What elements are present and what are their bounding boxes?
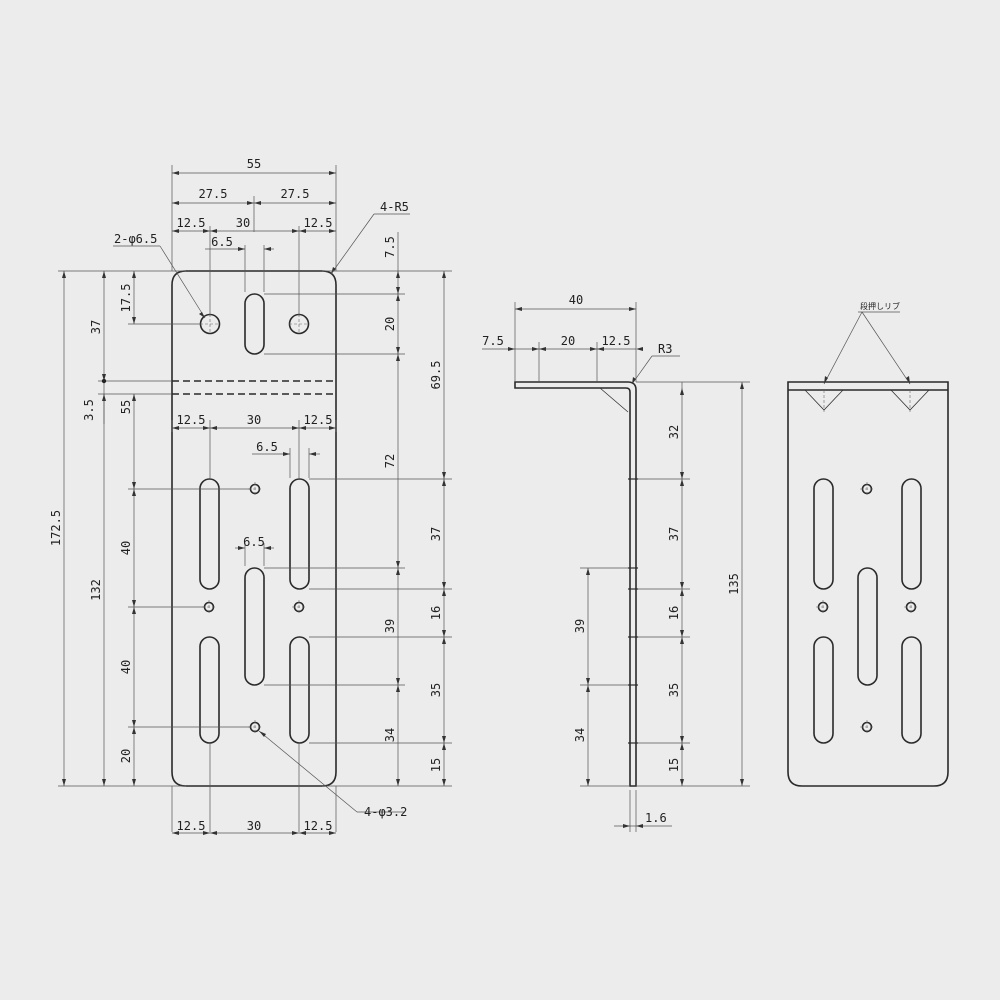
dim-seg-15: 15 — [667, 758, 681, 772]
dim-right-37: 37 — [429, 527, 443, 541]
dim-flange-7-5: 7.5 — [482, 334, 504, 348]
rear-slot-left-lower — [813, 636, 834, 744]
dim-height-40-b: 40 — [119, 660, 133, 674]
dim-mid-left-offset: 12.5 — [177, 413, 206, 427]
dim-height-40-a: 40 — [119, 541, 133, 555]
dim-left-39: 39 — [573, 619, 587, 633]
dim-height-55: 55 — [119, 400, 133, 414]
dim-height-132: 132 — [89, 579, 103, 601]
rear-slot-right-upper — [901, 478, 922, 590]
dim-seg-35: 35 — [667, 683, 681, 697]
rear-view: 段押しリブ — [787, 301, 949, 787]
side-profile — [514, 381, 637, 787]
dim-width-55: 55 — [247, 157, 261, 171]
rear-slot-right-lower — [901, 636, 922, 744]
dim-mid-center-spacing: 30 — [247, 413, 261, 427]
dim-flange-width: 40 — [569, 293, 583, 307]
slot-left-lower — [199, 636, 220, 744]
dim-top-left-offset: 12.5 — [177, 216, 206, 230]
slot-center — [244, 567, 265, 686]
callout-top-holes: 2-φ6.5 — [114, 232, 157, 246]
dim-right-39: 39 — [383, 619, 397, 633]
dim-height-17-5: 17.5 — [119, 284, 133, 313]
rib-note: 段押しリブ — [860, 301, 900, 311]
dim-mid-slot-width-b: 6.5 — [243, 535, 265, 549]
dim-top-slot-width: 6.5 — [211, 235, 233, 249]
callout-bend-radius: R3 — [658, 342, 672, 356]
dim-mid-right-offset: 12.5 — [304, 413, 333, 427]
front-view: 55 27.5 27.5 12.5 30 12.5 6.5 2-φ6.5 4-R… — [49, 157, 452, 835]
dim-right-15: 15 — [429, 758, 443, 772]
dim-mid-slot-width-a: 6.5 — [256, 440, 278, 454]
side-view: 40 7.5 20 12.5 R3 32 37 16 — [482, 293, 750, 832]
dim-seg-32: 32 — [667, 425, 681, 439]
slot-left-upper — [199, 478, 220, 590]
top-slot — [244, 293, 265, 355]
dim-right-34: 34 — [383, 728, 397, 742]
dim-thickness: 1.6 — [645, 811, 667, 825]
callout-radius: 4-R5 — [380, 200, 409, 214]
dim-top-right-offset: 12.5 — [304, 216, 333, 230]
rear-slot-center — [857, 567, 878, 686]
dim-height-37: 37 — [89, 320, 103, 334]
dim-bottom-right-offset: 12.5 — [304, 819, 333, 833]
dim-bottom-center-spacing: 30 — [247, 819, 261, 833]
dim-seg-37: 37 — [667, 527, 681, 541]
rib-wedge — [599, 387, 629, 413]
dim-right-69-5: 69.5 — [429, 361, 443, 390]
dim-right-20: 20 — [383, 317, 397, 331]
dim-half-right: 27.5 — [281, 187, 310, 201]
dim-flange-12-5: 12.5 — [602, 334, 631, 348]
front-plate-outline — [171, 270, 337, 787]
dim-right-35: 35 — [429, 683, 443, 697]
callout-bottom-holes: 4-φ3.2 — [364, 805, 407, 819]
dim-height-20-left: 20 — [119, 749, 133, 763]
dim-seg-16: 16 — [667, 606, 681, 620]
slot-right-upper — [289, 478, 310, 590]
slot-right-lower — [289, 636, 310, 744]
dim-right-72: 72 — [383, 454, 397, 468]
rear-plate-outline — [787, 381, 949, 787]
dim-flange-20: 20 — [561, 334, 575, 348]
dim-top-center-spacing: 30 — [236, 216, 250, 230]
dim-right-16: 16 — [429, 606, 443, 620]
dim-left-34: 34 — [573, 728, 587, 742]
dim-total-height: 172.5 — [49, 510, 63, 546]
dim-half-left: 27.5 — [199, 187, 228, 201]
rear-slot-left-upper — [813, 478, 834, 590]
dim-height-3-5: 3.5 — [82, 399, 96, 421]
dim-right-7-5: 7.5 — [383, 236, 397, 258]
dim-bottom-left-offset: 12.5 — [177, 819, 206, 833]
dim-total-135: 135 — [727, 573, 741, 595]
